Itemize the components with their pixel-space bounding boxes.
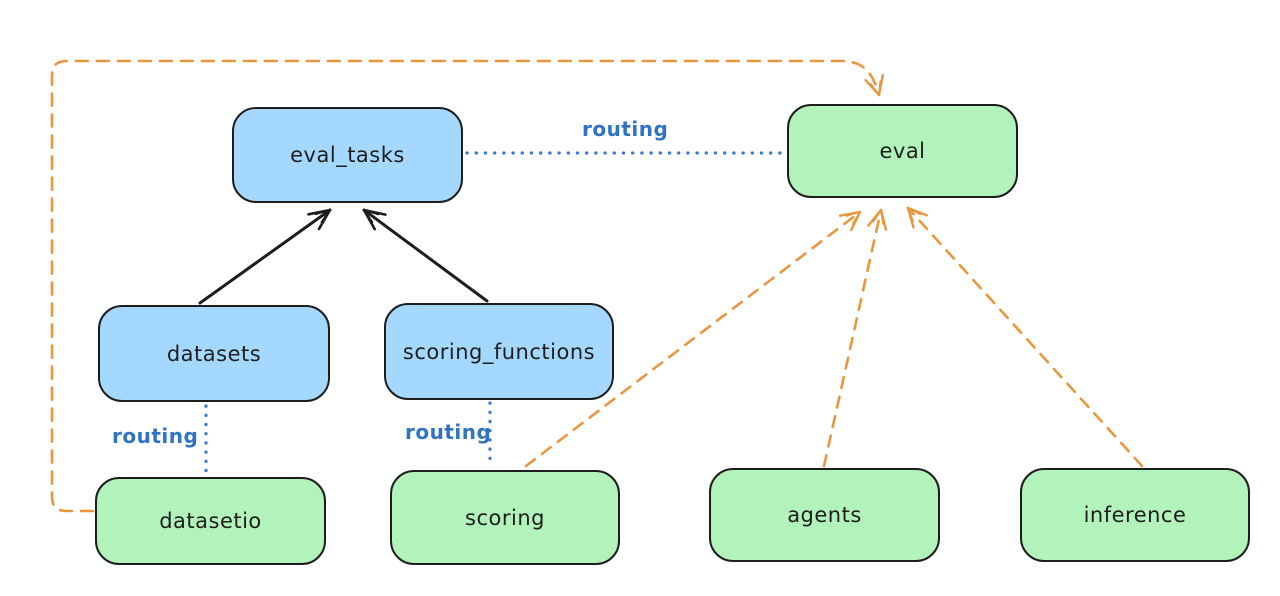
node-scoring: scoring — [390, 470, 620, 565]
edge-datasetio-to-eval — [50, 59, 885, 513]
edge-scoring-to-eval — [524, 210, 862, 468]
node-eval-tasks: eval_tasks — [232, 107, 463, 203]
node-eval-label: eval — [879, 139, 926, 163]
node-inference-label: inference — [1083, 503, 1187, 527]
routing-label-eval-tasks-eval: routing — [582, 117, 669, 141]
node-datasets: datasets — [98, 305, 330, 402]
edge-agents-to-eval — [822, 208, 888, 468]
node-scoring-functions-label: scoring_functions — [402, 339, 596, 364]
node-eval-tasks-label: eval_tasks — [290, 143, 405, 167]
node-datasetio: datasetio — [95, 477, 326, 565]
edge-scoring-functions-to-eval-tasks — [362, 208, 489, 303]
node-eval: eval — [787, 104, 1018, 198]
edge-inference-to-eval — [906, 206, 1144, 468]
routing-label-datasets-datasetio: routing — [112, 424, 199, 448]
node-inference: inference — [1020, 468, 1250, 562]
node-datasetio-label: datasetio — [159, 509, 262, 533]
routing-label-scoring-functions-scoring: routing — [405, 420, 492, 444]
node-scoring-label: scoring — [465, 505, 545, 530]
node-scoring-functions: scoring_functions — [384, 303, 614, 400]
node-agents: agents — [709, 468, 940, 562]
node-datasets-label: datasets — [166, 341, 262, 366]
edge-datasets-to-eval-tasks — [198, 208, 332, 305]
node-agents-label: agents — [787, 503, 862, 527]
